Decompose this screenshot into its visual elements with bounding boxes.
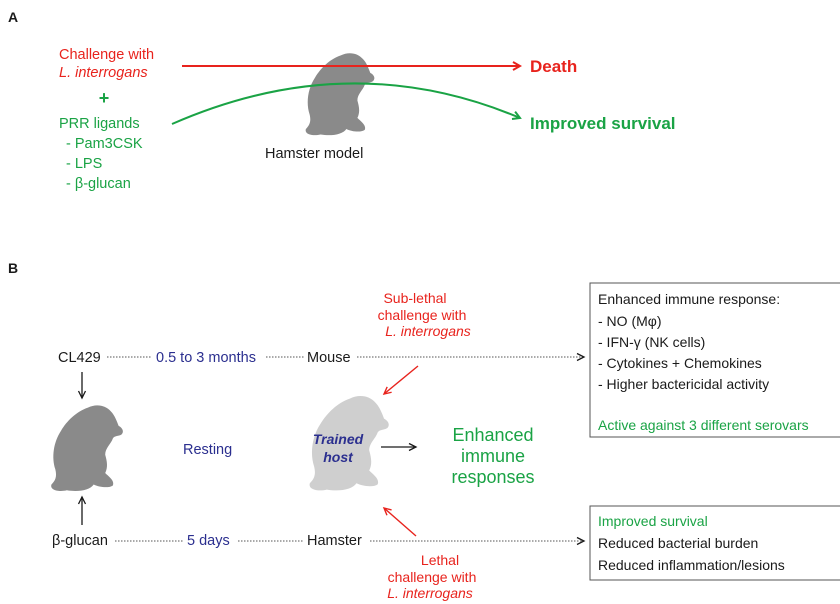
- sublethal-line2: challenge with: [378, 307, 467, 323]
- lethal-line3: L. interrogans: [387, 585, 473, 601]
- survival-arrow: [171, 82, 520, 125]
- mouse-label: Mouse: [307, 350, 351, 366]
- prr-ligands-title: PRR ligands: [59, 116, 140, 132]
- enhanced-response-box: [589, 282, 840, 438]
- box-top-title: Enhanced immune response:: [598, 291, 780, 307]
- box-bottom-item-survival: Improved survival: [598, 513, 708, 529]
- panel-b-label: B: [8, 260, 18, 276]
- hamster-outcome-box: [589, 505, 840, 581]
- enhanced-line3: responses: [451, 467, 534, 487]
- sublethal-arrow: [382, 365, 419, 395]
- lethal-line2: challenge with: [388, 569, 477, 585]
- resting-hamster-icon: [51, 405, 123, 491]
- hamster-model-label: Hamster model: [265, 146, 363, 162]
- beta-glucan-label: β-glucan: [52, 533, 108, 549]
- outcome-improved-survival: Improved survival: [530, 114, 676, 133]
- challenge-text-line2: L. interrogans: [59, 65, 148, 81]
- prr-item-beta-glucan: - β-glucan: [66, 176, 131, 192]
- lethal-line1: Lethal: [421, 552, 459, 568]
- trained-host-line2: host: [323, 449, 354, 465]
- sublethal-line3: L. interrogans: [385, 323, 471, 339]
- box-top-item-ifn: - IFN-γ (NK cells): [598, 334, 705, 350]
- lethal-arrow: [382, 506, 417, 537]
- box-top-item-bactericidal: - Higher bactericidal activity: [598, 376, 769, 392]
- top-duration: 0.5 to 3 months: [156, 350, 256, 366]
- box-top-item-cytokines: - Cytokines + Chemokines: [598, 355, 762, 371]
- panel-a-label: A: [8, 9, 18, 25]
- box-top-footer: Active against 3 different serovars: [598, 417, 809, 433]
- plus-sign: +: [99, 88, 110, 108]
- trained-host-line1: Trained: [313, 431, 364, 447]
- enhanced-line1: Enhanced: [452, 425, 533, 445]
- prr-item-lps: - LPS: [66, 156, 102, 172]
- hamster-label: Hamster: [307, 533, 362, 549]
- box-bottom-item-inflammation: Reduced inflammation/lesions: [598, 557, 785, 573]
- box-top-item-no: - NO (Mφ): [598, 313, 662, 329]
- prr-item-pam3csk: - Pam3CSK: [66, 136, 143, 152]
- bottom-duration: 5 days: [187, 533, 230, 549]
- outcome-death: Death: [530, 57, 577, 76]
- cl429-label: CL429: [58, 350, 101, 366]
- resting-label: Resting: [183, 442, 232, 458]
- challenge-text-line1: Challenge with: [59, 47, 154, 63]
- enhanced-line2: immune: [461, 446, 525, 466]
- sublethal-line1: Sub-lethal: [383, 290, 446, 306]
- box-bottom-item-burden: Reduced bacterial burden: [598, 535, 758, 551]
